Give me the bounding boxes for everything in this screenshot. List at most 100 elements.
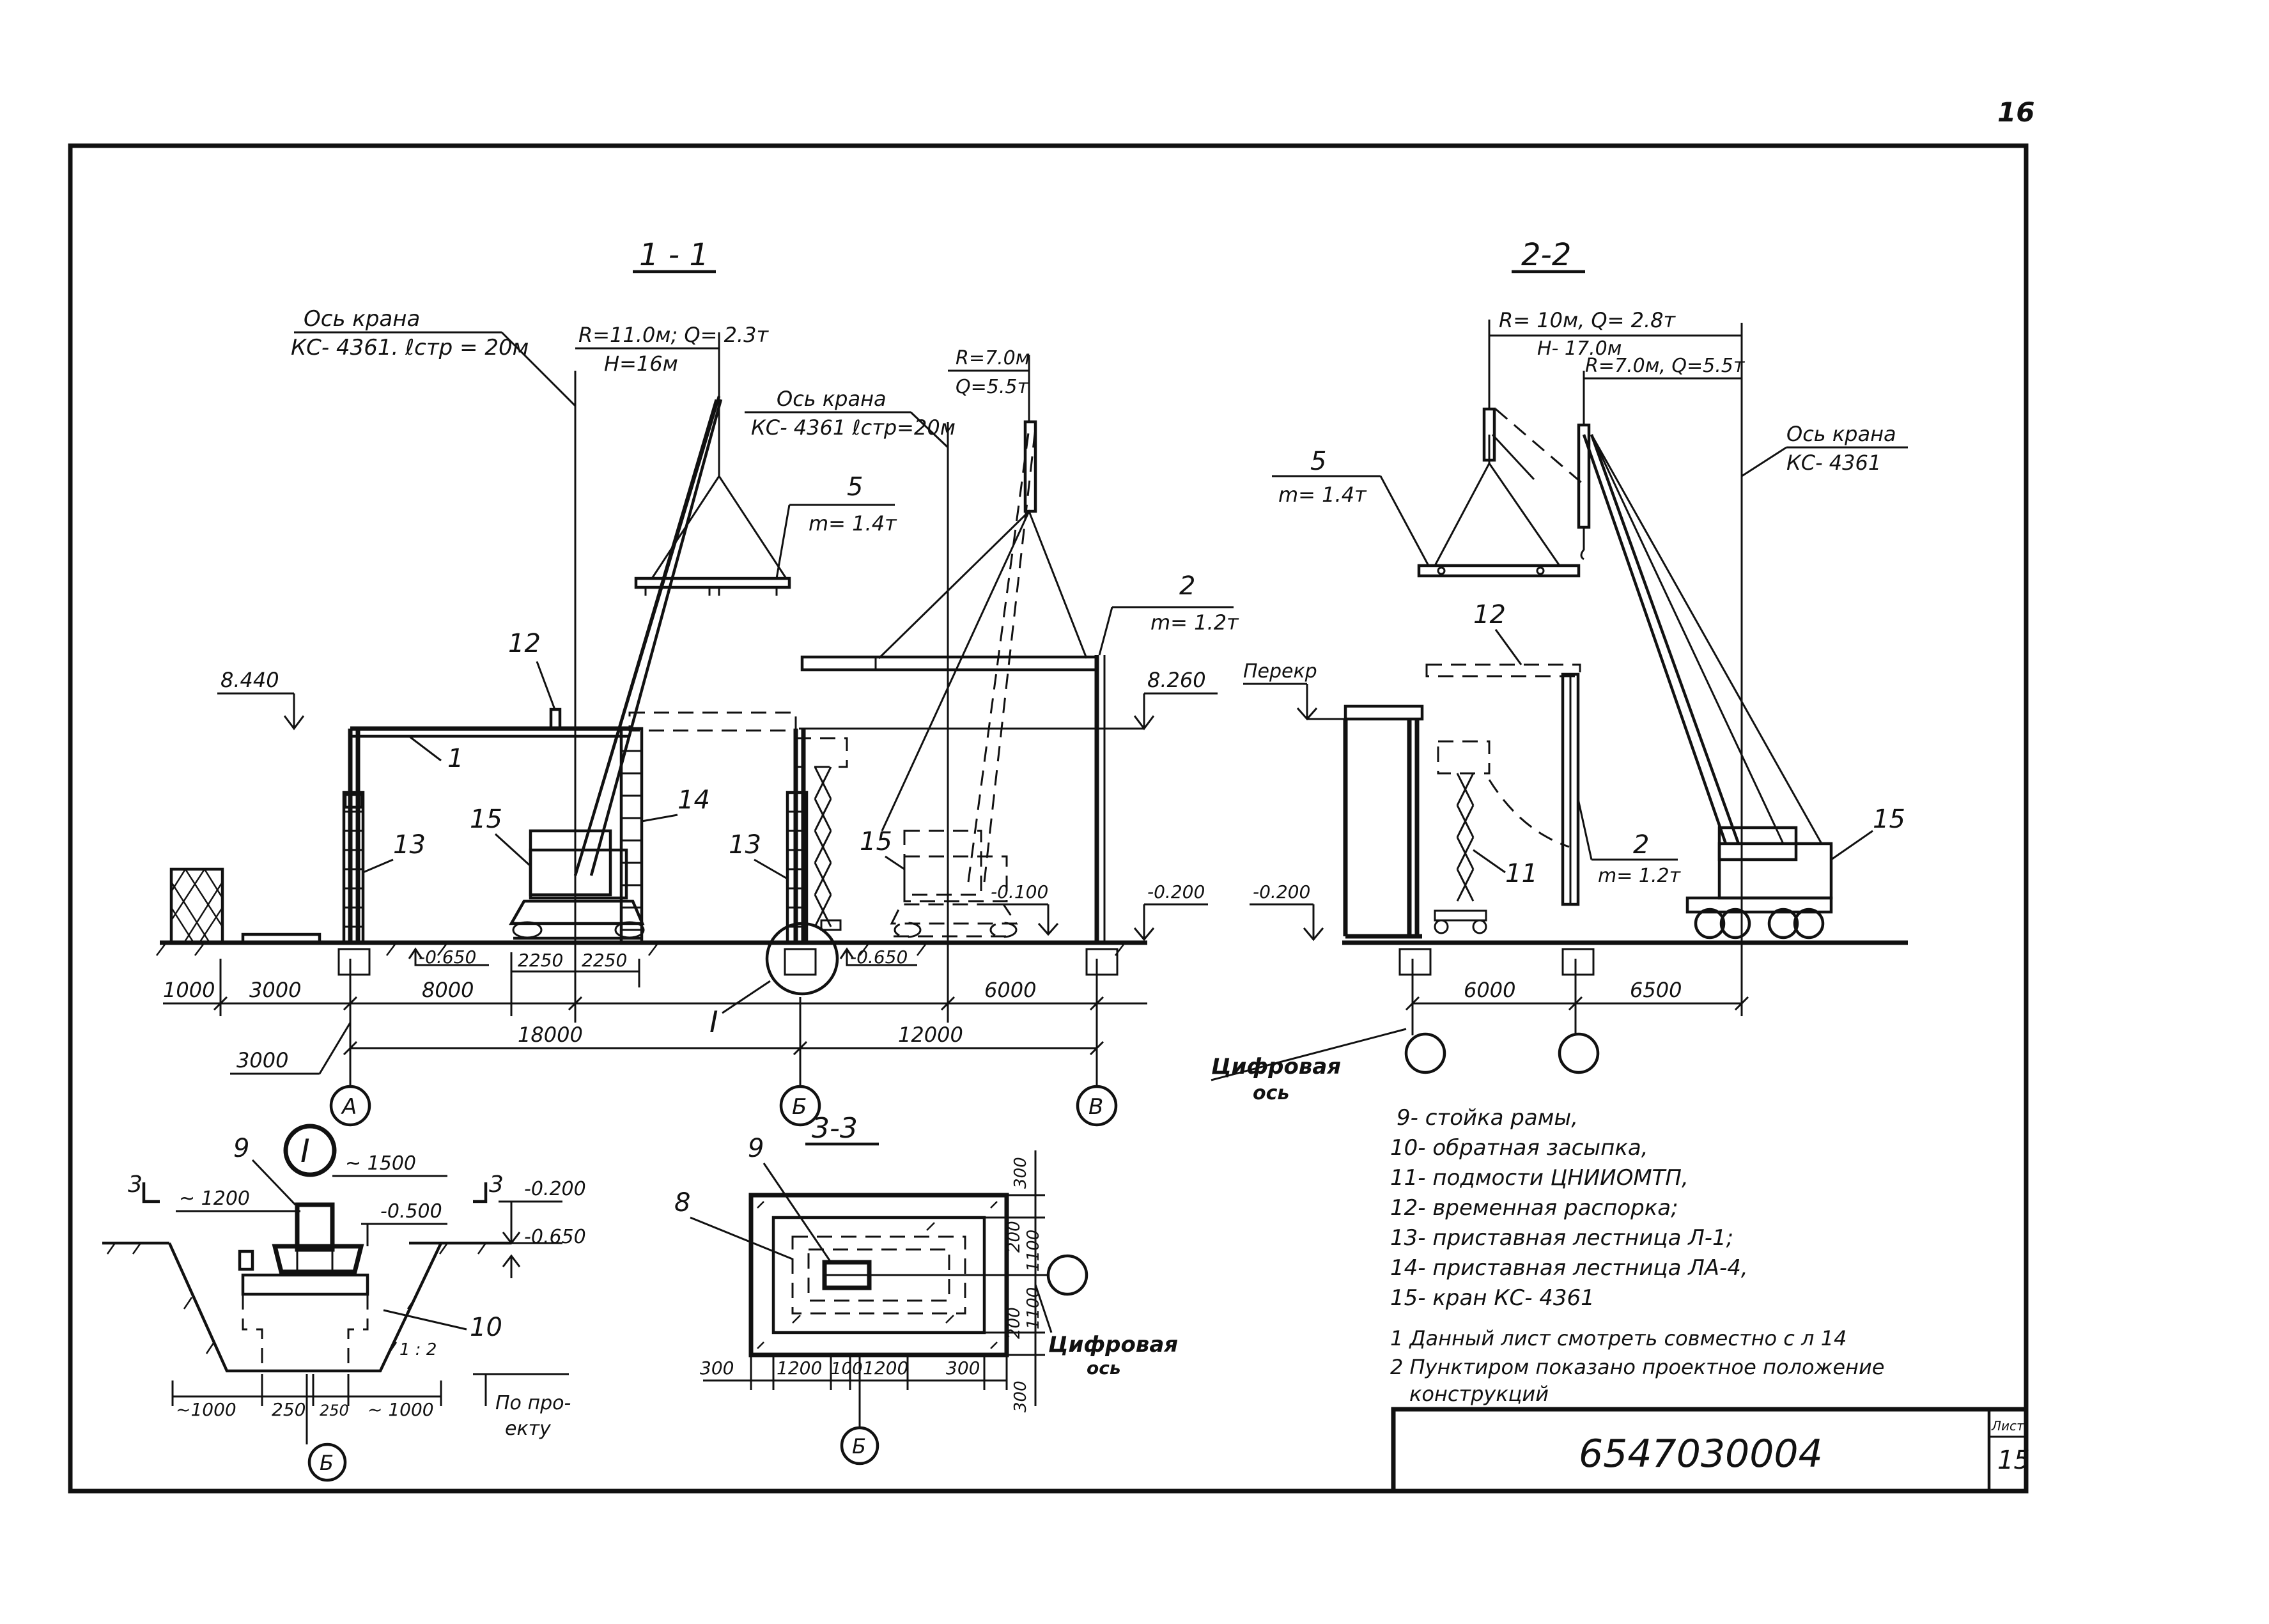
svg-text:А: А: [341, 1094, 357, 1120]
detail-i-slope: 1 : 2: [399, 1340, 437, 1359]
note-2: 2 Пунктиром показано проектное положение: [1390, 1355, 1884, 1379]
section-mark-3-right: 3: [489, 1172, 504, 1198]
legend-item-11: 11- подмости ЦНИИОМТП,: [1390, 1165, 1689, 1191]
scaffold-11: [1434, 740, 1570, 934]
level-ground-2-2-text: -0.200: [1253, 881, 1310, 902]
beam-2-lifted: [800, 655, 1098, 672]
level-ground-100-text: -0.100: [991, 881, 1048, 902]
existing-wall-2-2: [1343, 704, 1424, 939]
column-axis-v: [1085, 655, 1119, 976]
existing-building: [169, 867, 321, 945]
legend-item-13: 13- приставная лестница Л-1;: [1390, 1225, 1733, 1251]
legend-item-10: 10- обратная засыпка,: [1390, 1135, 1648, 1161]
detail-i-dims: ~ 1200 ~ 1500 ~1000 250 250 ~ 1000: [171, 1152, 447, 1420]
item22-2-num: 2: [1633, 830, 1649, 860]
section33-dim-b0: 300: [700, 1357, 734, 1379]
section33-dim-r1: 200: [1005, 1221, 1024, 1253]
dim22-6000: 6000: [1464, 978, 1515, 1002]
detail-level-500: -0.500: [380, 1200, 442, 1223]
section-3-3-title: 3-3: [812, 1112, 858, 1145]
item-1-label: 1: [447, 744, 463, 773]
dim-12000: 12000: [898, 1023, 963, 1047]
sheet-number: 15: [1997, 1446, 2030, 1475]
item-13-mid-label: 13: [729, 830, 761, 860]
scaffold-dashed-mid: [794, 737, 848, 931]
section-mark-3-left: 3: [128, 1172, 143, 1198]
detail-i-item-9: 9: [233, 1134, 249, 1163]
detail-level-200: -0.200: [524, 1178, 586, 1200]
crane22-params-1-line1: R= 10м, Q= 2.8т: [1499, 308, 1676, 332]
page-number: 16: [1997, 97, 2034, 128]
detail-dim-1000b: ~ 1000: [368, 1399, 434, 1420]
section33-dim-r2: 1100: [1024, 1230, 1043, 1272]
dim-chain-upper: 1000 3000 8000 2250 2250 6000: [163, 950, 1147, 1016]
detail-i-note-line2: екту: [505, 1418, 552, 1440]
dim-18000: 18000: [518, 1023, 583, 1047]
digital-axis-line2: ось: [1253, 1082, 1289, 1104]
item22-11: 11: [1505, 859, 1538, 888]
axis-bubble-a: А: [329, 1080, 371, 1127]
dim-8000: 8000: [422, 978, 474, 1002]
crane-axis-1-line2: КС- 4361. ℓстр = 20м: [291, 335, 529, 360]
item22-5-mass: m= 1.4т: [1278, 483, 1367, 507]
level-slab-text: Перекр: [1243, 660, 1317, 683]
detail-i-note-line1: По про-: [495, 1392, 571, 1414]
legend-item-12: 12- временная распорка;: [1390, 1195, 1678, 1221]
crane-params-2-line2: Q=5.5т: [956, 376, 1029, 398]
level-8260: 8.260: [799, 668, 1218, 731]
sheet-label: Лист: [1991, 1418, 2025, 1434]
digital-axis-line1: Цифровая: [1211, 1054, 1341, 1079]
section-1-1-title: 1 - 1: [639, 237, 709, 273]
detail-dim-1500: ~ 1500: [345, 1152, 416, 1175]
axis-bubble-v: В: [1076, 1080, 1118, 1127]
section33-axis: Б: [852, 1434, 866, 1458]
level-pit-left: -0.650: [408, 947, 489, 968]
detail-level-650: -0.650: [524, 1226, 586, 1248]
item-5-num: 5: [847, 472, 863, 502]
note-2-cont: конструкций: [1409, 1382, 1549, 1406]
crane-params-1-line2: H=16м: [604, 352, 678, 376]
section-2-2: 2-2: [1211, 237, 1908, 1104]
item-14-label: 14: [678, 785, 710, 815]
detail-dim-1000a: ~1000: [176, 1399, 236, 1420]
item-2-mass: m= 1.2т: [1150, 610, 1239, 635]
dim-2250b: 2250: [582, 950, 627, 971]
section33-digital-axis-line1: Цифровая: [1048, 1332, 1178, 1357]
level-pit-mid-text: -0.650: [850, 947, 908, 968]
section33-dim-r0: 300: [1011, 1157, 1030, 1189]
item22-15: 15: [1873, 805, 1905, 834]
detail-i-circle: [765, 922, 839, 996]
brace-12-dashed: [1425, 663, 1581, 677]
section33-dim-r3: 1100: [1024, 1287, 1043, 1329]
temporary-brace-12: [549, 708, 562, 731]
section33-dim-b3: 1200: [863, 1357, 908, 1379]
item-12-label: 12: [508, 629, 541, 658]
level-ground-200: -0.200: [1133, 881, 1208, 941]
item-5-mass: m= 1.4т: [809, 511, 897, 536]
detail-dim-250a: 250: [272, 1399, 306, 1420]
note-1: 1 Данный лист смотреть совместно с л 14: [1390, 1326, 1847, 1350]
plan-hatch: [757, 1201, 998, 1349]
item-15-left-label: 15: [470, 805, 502, 834]
axis-bubble-22-left: [1404, 1032, 1446, 1074]
level-8440: 8.440: [217, 668, 305, 731]
detail-dim-1200: ~ 1200: [179, 1187, 250, 1210]
slab-5-left: [634, 576, 791, 596]
item-2-num: 2: [1179, 571, 1195, 601]
level-ground-100: -0.100: [987, 881, 1059, 936]
crane-params-1-line1: R=11.0м; Q= 2.3т: [578, 323, 769, 347]
section33-dims-bottom: 300 1200 100 1200 300: [700, 1355, 1008, 1390]
dim-2250a: 2250: [518, 950, 563, 971]
section-1-1: 1 - 1: [156, 237, 1239, 1127]
dim-6000-left: 6000: [984, 978, 1036, 1002]
level-pit-left-text: -0.650: [419, 947, 476, 968]
level-pit-mid: -0.650: [839, 947, 917, 968]
crane22-axis-line2: КС- 4361: [1786, 451, 1881, 475]
level-ground-200-text: -0.200: [1147, 881, 1205, 902]
detail-i-item-10: 10: [470, 1313, 502, 1342]
section33-digital-axis-line2: ось: [1087, 1357, 1121, 1379]
legend-item-15: 15- кран КС- 4361: [1390, 1285, 1595, 1311]
title-block: 6547030004 Лист 15: [1391, 1407, 2030, 1494]
svg-text:Б: Б: [792, 1094, 807, 1120]
legend-item-14: 14- приставная лестница ЛА-4,: [1390, 1255, 1748, 1281]
